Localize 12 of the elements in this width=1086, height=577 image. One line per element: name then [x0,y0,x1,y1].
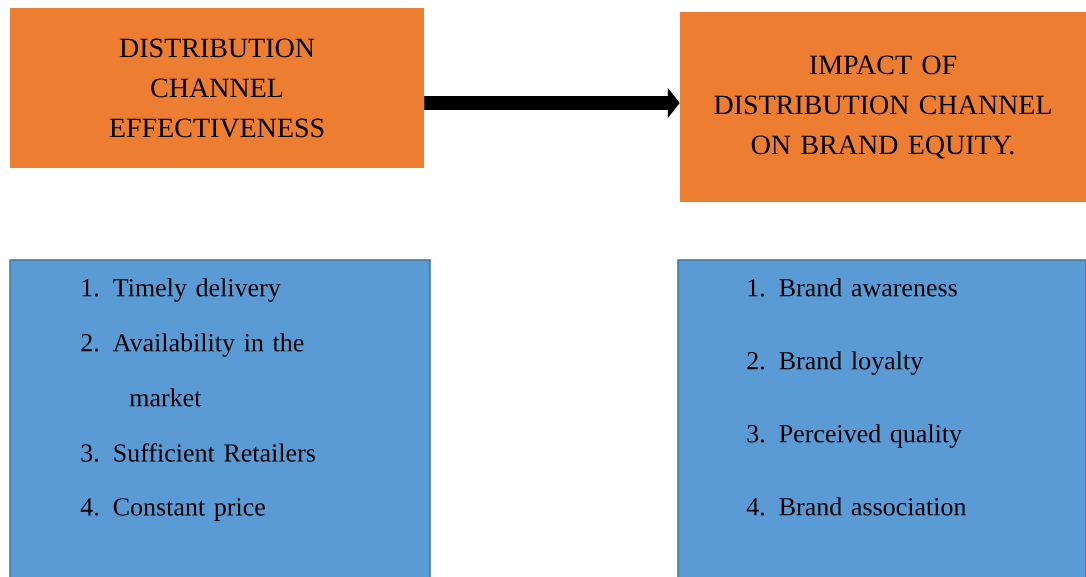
title-box: DISTRIBUTION CHANNEL EFFECTIVENESS [10,8,424,168]
list-item: 2. Availability in the market [81,333,304,407]
list-item: 1. Brand awareness [748,278,957,297]
list-item: 4. Brand association [746,497,967,516]
list-box [9,259,431,577]
list-item: 3. Perceived quality [747,424,962,448]
list-item: 3. Sufficient Retailers [81,443,315,462]
list-item: 4. Constant price [80,498,265,521]
list-item: 1. Timely delivery [82,278,281,302]
list-box [677,259,1086,577]
list-item: 2. Brand loyalty [747,351,924,375]
title-box: IMPACT OF DISTRIBUTION CHANNEL ON BRAND EQUITY. [680,12,1086,202]
